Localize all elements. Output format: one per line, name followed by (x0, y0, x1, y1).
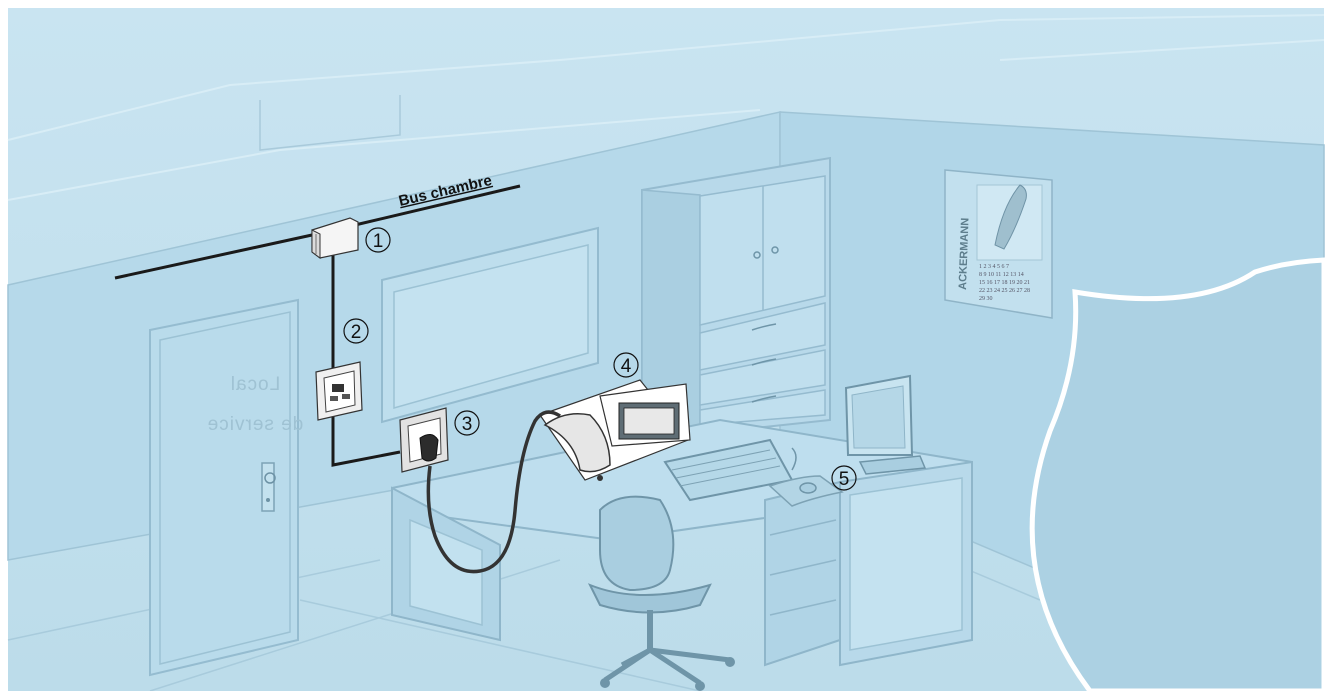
callout-1-number: 1 (373, 231, 384, 252)
door: Local de service (150, 300, 303, 675)
callout-4-number: 4 (621, 356, 632, 377)
room-partition (1032, 260, 1324, 691)
calendar-brand: ACKERMANN (957, 218, 972, 291)
door-handle-plate (262, 463, 274, 511)
wall-calendar: ACKERMANN 1 2 3 4 5 6 7 8 9 10 11 12 13 … (945, 170, 1052, 318)
calendar-row-1: 1 2 3 4 5 6 7 (979, 264, 1009, 270)
calendar-row-3: 15 16 17 18 19 20 21 (979, 280, 1030, 286)
calendar-row-5: 29 30 (979, 296, 993, 302)
calendar-row-4: 22 23 24 25 26 27 28 (979, 288, 1030, 294)
wall-socket (400, 408, 448, 472)
callout-2-number: 2 (351, 322, 362, 343)
pc-mouse (800, 483, 816, 493)
plug (420, 434, 438, 461)
door-sign-line-1: Local (230, 374, 280, 395)
wall-outlet (316, 362, 362, 420)
door-sign-line-2: de service (207, 414, 304, 435)
callout-3-number: 3 (462, 414, 473, 435)
callout-5-number: 5 (839, 469, 850, 490)
calendar-row-2: 8 9 10 11 12 13 14 (979, 272, 1024, 278)
